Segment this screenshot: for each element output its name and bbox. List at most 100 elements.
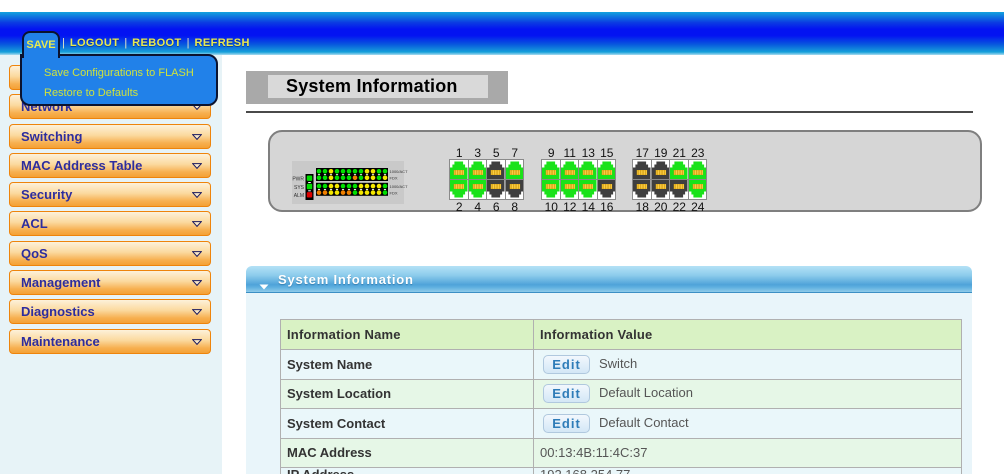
port-12-icon[interactable] xyxy=(560,180,579,200)
reboot-button[interactable]: REBOOT xyxy=(132,36,182,49)
save-menu-button[interactable]: SAVE xyxy=(22,31,60,58)
menu-separator: | xyxy=(186,36,190,49)
row-label-ip-address: IP Address xyxy=(280,467,534,474)
save-dropdown-menu: Save Configurations to FLASH Restore to … xyxy=(20,54,218,106)
port-number: 19 xyxy=(654,146,668,160)
system-name-value: Switch xyxy=(599,355,638,371)
svg-text:FDX: FDX xyxy=(390,190,398,195)
top-menu: SAVE | LOGOUT | REBOOT | REFRESH xyxy=(22,30,253,58)
collapse-arrow-icon xyxy=(259,277,269,295)
row-label-system-contact: System Contact xyxy=(280,408,534,439)
sidebar-item-management[interactable]: Management xyxy=(9,270,211,296)
port-19-icon[interactable] xyxy=(651,160,670,180)
system-contact-value: Default Contact xyxy=(599,414,689,430)
mac-address-value: 00:13:4B:11:4C:37 xyxy=(533,437,962,468)
port-16-icon[interactable] xyxy=(597,180,616,200)
port-number: 13 xyxy=(581,146,595,160)
port-22-icon[interactable] xyxy=(670,180,689,200)
table-row: MAC Address 00:13:4B:11:4C:37 xyxy=(280,437,962,468)
port-17-icon[interactable] xyxy=(633,160,652,180)
port-number: 17 xyxy=(635,146,649,160)
port-8-icon[interactable] xyxy=(505,180,524,200)
save-configurations-to-flash-item[interactable]: Save Configurations to FLASH xyxy=(44,67,194,79)
table-header-row: Information Name Information Value xyxy=(280,319,962,350)
port-number: 21 xyxy=(672,146,686,160)
sidebar-item-maintenance[interactable]: Maintenance xyxy=(9,328,211,354)
refresh-button[interactable]: REFRESH xyxy=(194,36,250,49)
sidebar-item-security[interactable]: Security xyxy=(9,182,211,208)
chevron-down-icon xyxy=(191,221,203,228)
section-header[interactable]: System Information xyxy=(246,266,972,293)
table-row: System Name Edit Switch xyxy=(280,349,962,380)
port-2-icon[interactable] xyxy=(450,180,469,200)
table-row: System Contact Edit Default Contact xyxy=(280,408,962,439)
port-number: 7 xyxy=(511,146,519,160)
menu-separator: | xyxy=(62,36,65,49)
port-20-icon[interactable] xyxy=(651,180,670,200)
port-numbers-top: 9 11 13 15 xyxy=(541,146,616,160)
sidebar-nav: System Network Switching MAC Address Tab… xyxy=(9,65,211,358)
chevron-down-icon xyxy=(191,280,203,287)
port-1-icon[interactable] xyxy=(450,160,469,180)
port-number: 5 xyxy=(492,146,500,160)
edit-system-location-button[interactable]: Edit xyxy=(543,384,590,404)
port-23-icon[interactable] xyxy=(688,160,707,180)
sidebar-item-mac-address-table[interactable]: MAC Address Table xyxy=(9,152,211,178)
sidebar-item-qos[interactable]: QoS xyxy=(9,240,211,266)
system-location-value: Default Location xyxy=(599,385,693,401)
sidebar-item-diagnostics[interactable]: Diagnostics xyxy=(9,299,211,325)
port-number: 24 xyxy=(691,200,705,214)
sidebar-item-switching[interactable]: Switching xyxy=(9,123,211,149)
port-number: 10 xyxy=(544,200,558,214)
port-11-icon[interactable] xyxy=(560,160,579,180)
port-3-icon[interactable] xyxy=(468,160,487,180)
port-number: 4 xyxy=(474,200,482,214)
menu-separator: | xyxy=(124,36,128,49)
logout-button[interactable]: LOGOUT xyxy=(69,36,120,49)
edit-system-name-button[interactable]: Edit xyxy=(543,354,590,374)
svg-text:1000/ACT: 1000/ACT xyxy=(390,184,409,189)
port-24-icon[interactable] xyxy=(688,180,707,200)
row-label-system-location: System Location xyxy=(280,378,534,409)
port-number: 11 xyxy=(563,146,576,160)
page-title-box: System Information xyxy=(246,71,508,104)
row-label-system-name: System Name xyxy=(280,349,534,380)
port-13-icon[interactable] xyxy=(579,160,598,180)
port-15-icon[interactable] xyxy=(597,160,616,180)
port-number: 9 xyxy=(547,146,555,160)
port-21-icon[interactable] xyxy=(670,160,689,180)
ip-address-value: 192.168.254.77 xyxy=(533,467,962,474)
chevron-down-icon xyxy=(191,133,203,140)
port-number: 1 xyxy=(455,146,463,160)
port-7-icon[interactable] xyxy=(505,160,524,180)
port-9-icon[interactable] xyxy=(542,160,561,180)
port-5-icon[interactable] xyxy=(487,160,506,180)
column-header-value: Information Value xyxy=(533,319,962,350)
port-number: 22 xyxy=(672,200,686,214)
table-row: IP Address 192.168.254.77 xyxy=(280,467,962,474)
svg-text:ALM: ALM xyxy=(294,193,304,199)
table-row: System Location Edit Default Location xyxy=(280,378,962,409)
port-number: 3 xyxy=(474,146,482,160)
svg-text:PWR: PWR xyxy=(292,177,304,183)
port-4-icon[interactable] xyxy=(468,180,487,200)
edit-system-contact-button[interactable]: Edit xyxy=(543,413,590,433)
port-number: 15 xyxy=(600,146,614,160)
port-14-icon[interactable] xyxy=(579,180,598,200)
row-label-mac-address: MAC Address xyxy=(280,437,534,468)
restore-to-defaults-item[interactable]: Restore to Defaults xyxy=(44,87,139,99)
port-10-icon[interactable] xyxy=(542,180,561,200)
port-6-icon[interactable] xyxy=(487,180,506,200)
sidebar-item-acl[interactable]: ACL xyxy=(9,211,211,237)
system-information-table: Information Name Information Value Syste… xyxy=(280,319,962,474)
page-title: System Information xyxy=(268,75,488,98)
port-number: 8 xyxy=(511,200,519,214)
port-18-icon[interactable] xyxy=(633,180,652,200)
